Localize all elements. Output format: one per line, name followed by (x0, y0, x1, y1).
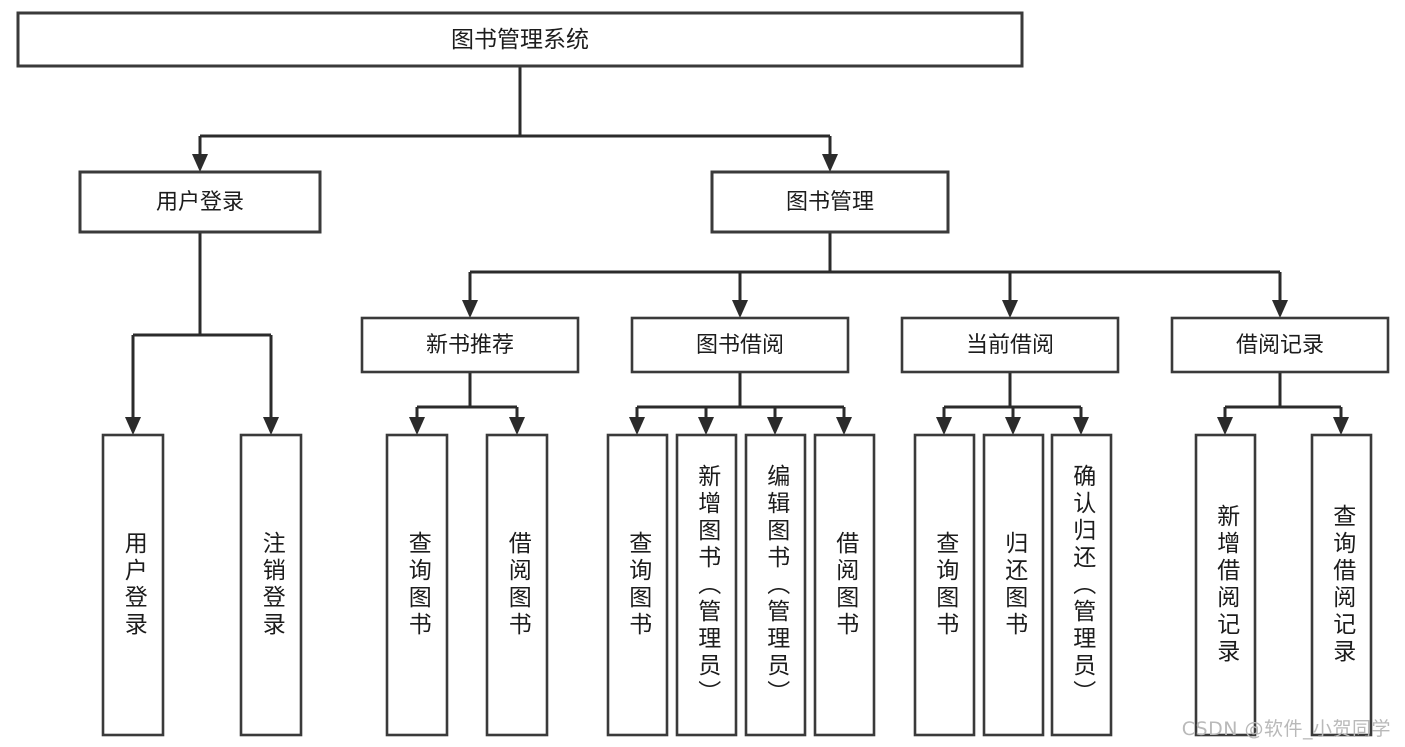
node-level2-label-1: 图书管理 (786, 190, 874, 215)
node-leaf-box-5[interactable] (675, 433, 738, 737)
arrow-head-icon (1333, 417, 1349, 435)
node-level2-label-0: 用户登录 (156, 190, 244, 215)
node-leaf-box-10[interactable] (1050, 433, 1113, 737)
arrow-head-icon (1005, 417, 1021, 435)
node-leaf-box-8[interactable] (913, 433, 976, 737)
node-level3-box-2[interactable] (900, 316, 1120, 374)
node-level3-box-3[interactable] (1170, 316, 1390, 374)
node-root-box[interactable] (16, 11, 1024, 68)
node-level2-box-1[interactable] (710, 170, 950, 234)
arrow-head-icon (1217, 417, 1233, 435)
arrow-head-icon (409, 417, 425, 435)
node-level3-label-2: 当前借阅 (966, 333, 1054, 358)
arrow-head-icon (1002, 300, 1018, 318)
arrow-head-icon (125, 417, 141, 435)
node-level3-box-0[interactable] (360, 316, 580, 374)
node-leaf-box-2[interactable] (385, 433, 449, 737)
arrow-head-icon (767, 417, 783, 435)
boxes-layer (16, 11, 1390, 737)
node-leaf-box-4[interactable] (606, 433, 669, 737)
node-leaf-box-11[interactable] (1194, 433, 1257, 737)
arrow-head-icon (698, 417, 714, 435)
node-level3-label-0: 新书推荐 (426, 333, 514, 358)
arrow-head-icon (1272, 300, 1288, 318)
connectors-layer (125, 66, 1349, 435)
node-leaf-box-12[interactable] (1310, 433, 1373, 737)
node-leaf-box-1[interactable] (239, 433, 303, 737)
node-level3-label-1: 图书借阅 (696, 333, 784, 358)
arrow-head-icon (263, 417, 279, 435)
node-leaf-box-3[interactable] (485, 433, 549, 737)
node-leaf-box-9[interactable] (982, 433, 1045, 737)
arrow-head-icon (936, 417, 952, 435)
arrow-head-icon (732, 300, 748, 318)
arrow-head-icon (462, 300, 478, 318)
node-level2-box-0[interactable] (78, 170, 322, 234)
arrow-head-icon (509, 417, 525, 435)
arrow-head-icon (192, 154, 208, 172)
node-root-label: 图书管理系统 (451, 27, 589, 53)
arrow-head-icon (1073, 417, 1089, 435)
node-leaf-box-7[interactable] (813, 433, 876, 737)
arrow-head-icon (822, 154, 838, 172)
node-leaf-box-6[interactable] (744, 433, 807, 737)
node-level3-label-3: 借阅记录 (1236, 333, 1324, 358)
node-leaf-box-0[interactable] (101, 433, 165, 737)
arrow-head-icon (629, 417, 645, 435)
arrow-head-icon (836, 417, 852, 435)
node-level3-box-1[interactable] (630, 316, 850, 374)
